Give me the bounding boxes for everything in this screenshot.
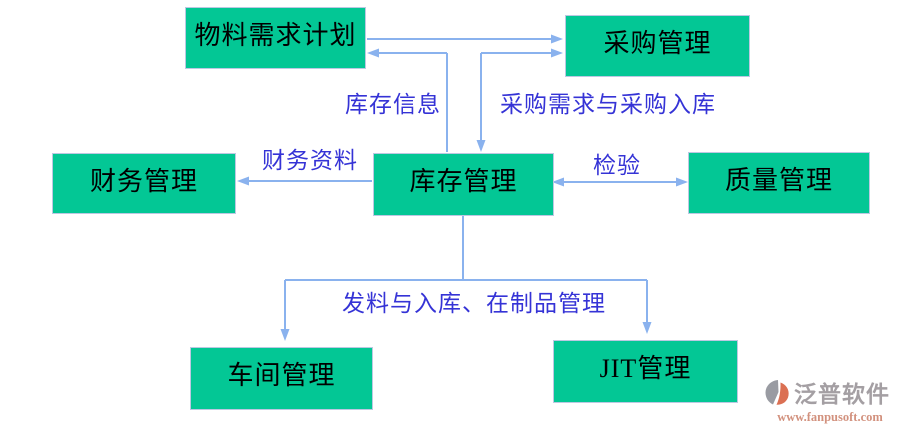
- node-label: 质量管理: [724, 166, 833, 195]
- node-purchase-management: 采购管理: [565, 15, 750, 77]
- node-label: 物料需求计划: [194, 21, 357, 50]
- node-label: JIT管理: [599, 354, 692, 383]
- node-jit-management: JIT管理: [553, 340, 738, 403]
- node-label: 采购管理: [603, 29, 712, 58]
- node-label: 库存管理: [409, 167, 518, 196]
- node-inventory-management: 库存管理: [373, 153, 554, 216]
- vendor-brand-name: 泛普软件: [794, 382, 890, 407]
- node-quality-management: 质量管理: [688, 152, 870, 214]
- node-material-requirements-planning: 物料需求计划: [185, 7, 366, 69]
- fanpu-logo-icon: [764, 379, 791, 406]
- edge-label-finance-data: 财务资料: [262, 148, 358, 173]
- vendor-watermark: 泛普软件 www.fanpusoft.com: [764, 375, 896, 425]
- node-label: 财务管理: [89, 167, 198, 196]
- edge-label-inventory-info: 库存信息: [345, 92, 441, 117]
- edge-label-inspection: 检验: [593, 153, 641, 178]
- edge-label-purchase-flow: 采购需求与采购入库: [500, 92, 716, 117]
- node-finance-management: 财务管理: [52, 153, 236, 214]
- edge-label-issue-receive-wip: 发料与入库、在制品管理: [342, 291, 606, 316]
- node-workshop-management: 车间管理: [190, 347, 373, 410]
- node-label: 车间管理: [227, 361, 336, 390]
- vendor-url: www.fanpusoft.com: [777, 410, 883, 424]
